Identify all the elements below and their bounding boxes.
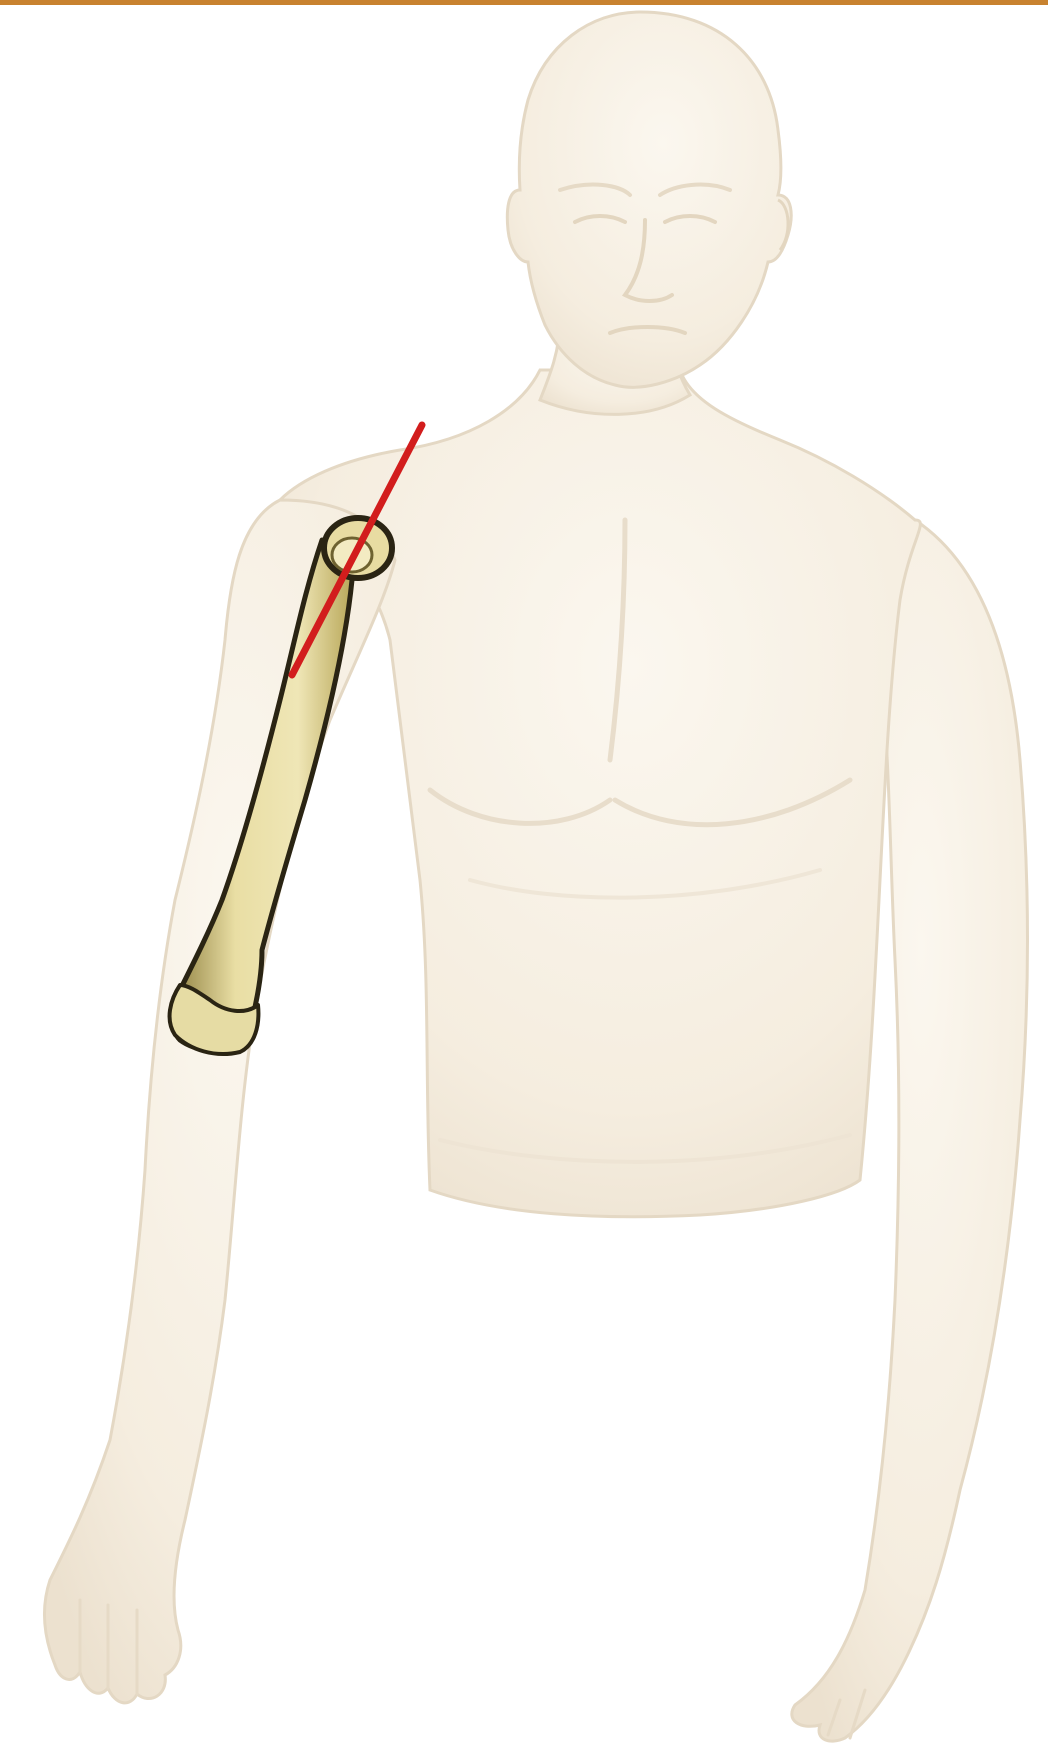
right-arm-silhouette (45, 500, 395, 1703)
head-silhouette (507, 12, 791, 387)
